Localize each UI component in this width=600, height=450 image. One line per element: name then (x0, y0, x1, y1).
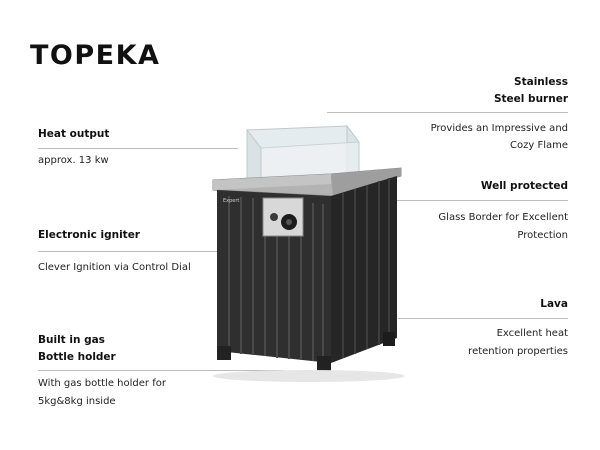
divider-lava (398, 318, 568, 319)
feature-burner-title-2: Steel burner (493, 93, 568, 105)
feature-bottle-holder-title-1: Built in gas (38, 334, 105, 346)
floor-shadow (213, 370, 405, 382)
feature-protection-desc-2: Protection (517, 230, 568, 241)
feature-lava-desc-1: Excellent heat (496, 328, 568, 339)
feature-igniter-desc: Clever Ignition via Control Dial (38, 262, 191, 273)
side-panel (331, 176, 397, 363)
control-dial-panel (262, 197, 304, 237)
divider-bottle-holder (38, 370, 284, 371)
divider-burner (327, 112, 568, 113)
feature-burner-desc-1: Provides an Impressive and (430, 123, 568, 134)
igniter-button-icon (270, 213, 278, 221)
feature-lava-desc-2: retention properties (468, 346, 568, 357)
feature-lava-title: Lava (540, 298, 568, 310)
feature-burner-title-1: Stainless (514, 76, 568, 88)
feature-bottle-holder-title-2: Bottle holder (38, 351, 116, 363)
leg-back-right (383, 332, 395, 346)
feature-burner-desc-2: Cozy Flame (510, 140, 568, 151)
divider-heat-output (38, 148, 238, 149)
leg-front-left (217, 346, 231, 360)
feature-heat-output-desc: approx. 13 kw (38, 155, 109, 166)
brand-plate: Expert (223, 198, 239, 204)
feature-bottle-holder-desc-2: 5kg&8kg inside (38, 396, 116, 407)
feature-igniter-title: Electronic igniter (38, 229, 140, 241)
feature-heat-output-title: Heat output (38, 128, 110, 140)
divider-protection (396, 200, 568, 201)
feature-bottle-holder-desc-1: With gas bottle holder for (38, 378, 166, 389)
fire-pit-illustration: Expert (212, 124, 405, 382)
feature-protection-desc-1: Glass Border for Excellent (438, 212, 568, 223)
divider-igniter (38, 251, 264, 252)
leg-front-right (317, 356, 331, 374)
feature-protection-title: Well protected (480, 180, 568, 192)
product-title: TOPEKA (30, 40, 161, 71)
